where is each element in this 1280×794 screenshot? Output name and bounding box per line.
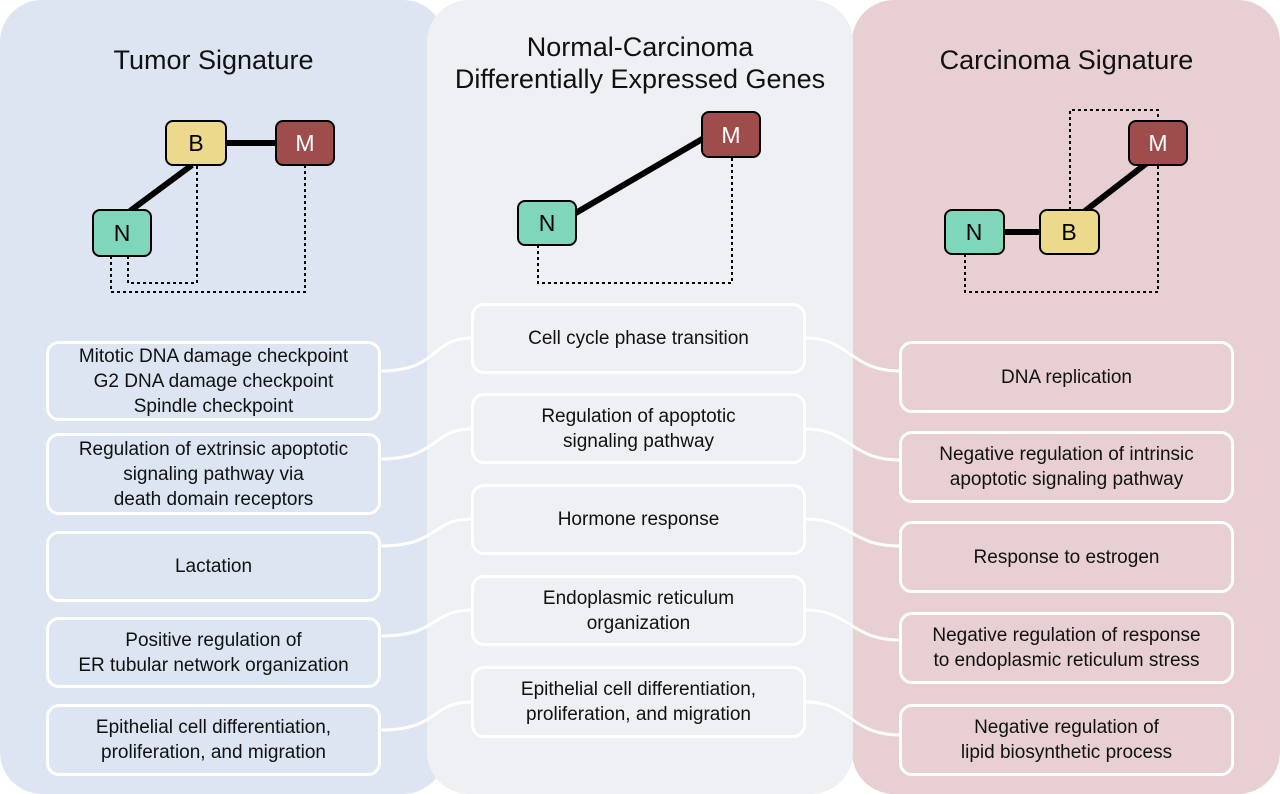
- node-m: [1128, 120, 1188, 166]
- term-line: signaling pathway: [562, 430, 715, 452]
- term-line: Regulation of apoptotic: [541, 405, 736, 427]
- term-line: Response to estrogen: [973, 546, 1160, 568]
- tumor-term-epithelial: Epithelial cell differentiation, prolife…: [46, 704, 381, 776]
- deg-term-apoptotic: Regulation of apoptotic signaling pathwa…: [471, 393, 806, 464]
- term-line: signaling pathway via: [123, 463, 304, 485]
- term-line: apoptotic signaling pathway: [949, 469, 1184, 490]
- node-n: [517, 200, 577, 246]
- carcinoma-term-er-stress: Negative regulation of response to endop…: [899, 612, 1234, 684]
- carcinoma-signature-title: Carcinoma Signature: [939, 45, 1194, 75]
- term-line: Epithelial cell differentiation,: [520, 679, 757, 700]
- edge-b-m: [1083, 160, 1149, 214]
- term-line: DNA replication: [1001, 366, 1132, 388]
- term-line: Cell cycle phase transition: [528, 328, 749, 349]
- term-line: ER tubular network organization: [78, 654, 349, 676]
- tumor-term-er-tubular: Positive regulation of ER tubular networ…: [46, 617, 381, 688]
- dotted-n-m: [964, 164, 1159, 293]
- connector-right-1: [805, 336, 901, 373]
- carcinoma-term-dna-replication: DNA replication: [899, 341, 1234, 413]
- node-b-label: B: [188, 130, 203, 156]
- term-line: Spindle checkpoint: [133, 395, 294, 417]
- dotted-n-m: [110, 165, 306, 293]
- term-line: Negative regulation of intrinsic: [939, 444, 1194, 465]
- term-line: Mitotic DNA damage checkpoint: [78, 345, 349, 367]
- connector-right-2: [805, 427, 901, 462]
- term-line: Lactation: [174, 556, 253, 577]
- node-n-label: N: [966, 219, 983, 245]
- deg-term-epithelial: Epithelial cell differentiation, prolife…: [471, 666, 806, 738]
- carcinoma-network: M N B: [944, 109, 1188, 293]
- node-n: [944, 209, 1005, 255]
- term-line: Epithelial cell differentiation,: [95, 717, 332, 738]
- deg-term-cell-cycle: Cell cycle phase transition: [471, 303, 806, 374]
- term-line: Negative regulation of: [974, 717, 1159, 738]
- term-line: organization: [586, 612, 691, 634]
- carcinoma-term-intrinsic-apoptotic: Negative regulation of intrinsic apoptot…: [899, 431, 1234, 503]
- term-line: Endoplasmic reticulum: [542, 587, 735, 609]
- term-line: to endoplasmic reticulum stress: [933, 650, 1200, 671]
- node-m: [701, 111, 761, 158]
- term-line: Regulation of extrinsic apoptotic: [78, 438, 349, 460]
- deg-term-hormone: Hormone response: [471, 484, 806, 555]
- node-n-label: N: [114, 220, 131, 246]
- tumor-term-extrinsic-apoptotic: Regulation of extrinsic apoptotic signal…: [46, 433, 381, 515]
- node-m-label: M: [1148, 130, 1167, 156]
- term-line: death domain receptors: [113, 488, 314, 510]
- term-line: lipid biosynthetic process: [960, 742, 1173, 763]
- dotted-b-m: [1069, 109, 1159, 210]
- node-b-label: B: [1061, 219, 1076, 245]
- connector-left-1: [379, 336, 473, 373]
- term-line: Hormone response: [557, 509, 720, 530]
- node-m-label: M: [295, 130, 314, 156]
- deg-term-er-organization: Endoplasmic reticulum organization: [471, 575, 806, 646]
- term-line: proliferation, and migration: [526, 704, 751, 725]
- title-line-2: Differentially Expressed Genes: [454, 64, 826, 94]
- edge-n-b: [128, 162, 194, 214]
- title-line-1: Normal-Carcinoma: [526, 32, 754, 62]
- connector-left-4: [379, 608, 473, 638]
- connectors: [379, 336, 901, 737]
- tumor-term-checkpoints: Mitotic DNA damage checkpoint G2 DNA dam…: [46, 341, 381, 421]
- connector-left-2: [379, 427, 473, 461]
- connector-right-5: [805, 700, 901, 737]
- node-n-label: N: [539, 210, 556, 236]
- node-b: [1039, 209, 1100, 255]
- node-m-label: M: [721, 122, 740, 148]
- term-line: Positive regulation of: [125, 629, 302, 651]
- connector-left-3: [379, 517, 473, 548]
- edge-n-m: [572, 135, 706, 217]
- carcinoma-term-estrogen: Response to estrogen: [899, 521, 1234, 593]
- tumor-signature-title: Tumor Signature: [113, 45, 314, 75]
- tumor-term-lactation: Lactation: [46, 531, 381, 602]
- term-line: G2 DNA damage checkpoint: [93, 370, 334, 392]
- normal-carcinoma-network: M N: [517, 111, 761, 284]
- node-n: [92, 209, 152, 257]
- node-m: [275, 120, 335, 166]
- term-line: proliferation, and migration: [101, 742, 326, 763]
- dotted-n-b: [127, 165, 198, 284]
- connector-right-3: [805, 517, 901, 548]
- differentially-expressed-title: Normal-Carcinoma Differentially Expresse…: [427, 31, 853, 95]
- dotted-n-m: [537, 157, 733, 284]
- term-line: Negative regulation of response: [932, 625, 1201, 646]
- connector-right-4: [805, 608, 901, 642]
- node-b: [165, 120, 227, 166]
- tumor-network: B M N: [92, 120, 335, 293]
- carcinoma-term-lipid: Negative regulation of lipid biosyntheti…: [899, 704, 1234, 776]
- connector-left-5: [379, 700, 473, 732]
